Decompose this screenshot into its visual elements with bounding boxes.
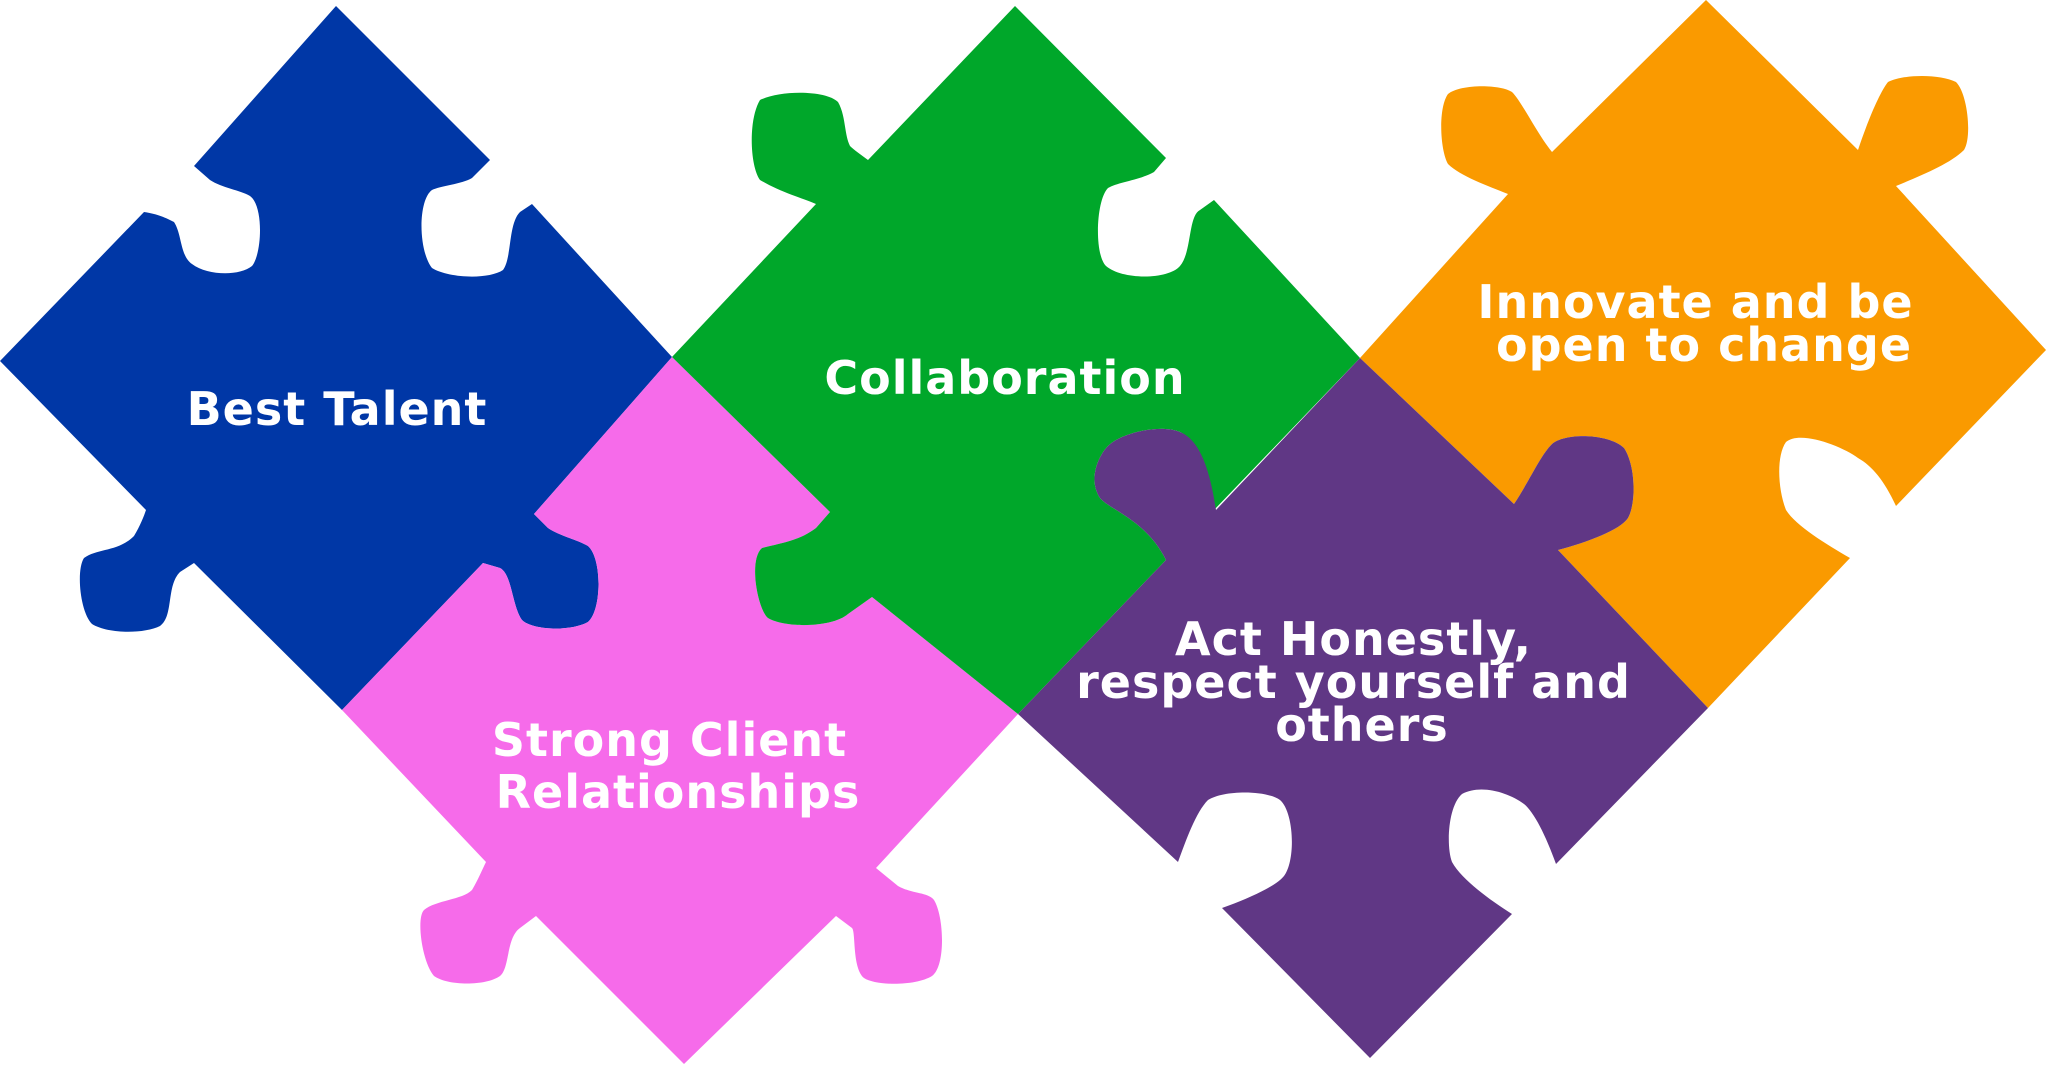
piece-collaboration-shape	[672, 6, 1360, 714]
label-strong-client-line-2: Relationships	[496, 765, 861, 819]
label-collaboration-line-1: Collaboration	[824, 351, 1185, 405]
label-act-honestly-line-2: respect yourself and	[1076, 655, 1631, 709]
label-strong-client-line-1: Strong Client	[492, 713, 847, 767]
piece-strong-client-shape	[342, 357, 1018, 1064]
label-innovate-line-1: Innovate and be	[1477, 275, 1913, 329]
label-collaboration: Collaboration	[824, 351, 1185, 405]
label-act-honestly: Act Honestly, respect yourself and other…	[1076, 612, 1648, 752]
piece-collaboration	[672, 6, 1360, 714]
piece-innovate-shape	[1360, 0, 2046, 708]
piece-best-talent-shape	[0, 6, 672, 710]
label-act-honestly-line-3: others	[1275, 698, 1449, 752]
label-innovate-line-2: open to change	[1496, 318, 1912, 372]
label-best-talent: Best Talent	[187, 382, 488, 436]
piece-innovate	[1360, 0, 2046, 708]
piece-best-talent	[0, 6, 672, 710]
label-innovate: Innovate and be open to change	[1477, 275, 1930, 372]
piece-strong-client	[342, 357, 1018, 1064]
piece-act-honestly-shape	[1018, 358, 1708, 1058]
piece-act-honestly	[1018, 358, 1708, 1058]
label-best-talent-line-1: Best Talent	[187, 382, 488, 436]
label-strong-client: Strong Client Relationships	[492, 713, 864, 819]
label-act-honestly-line-1: Act Honestly,	[1175, 612, 1532, 666]
